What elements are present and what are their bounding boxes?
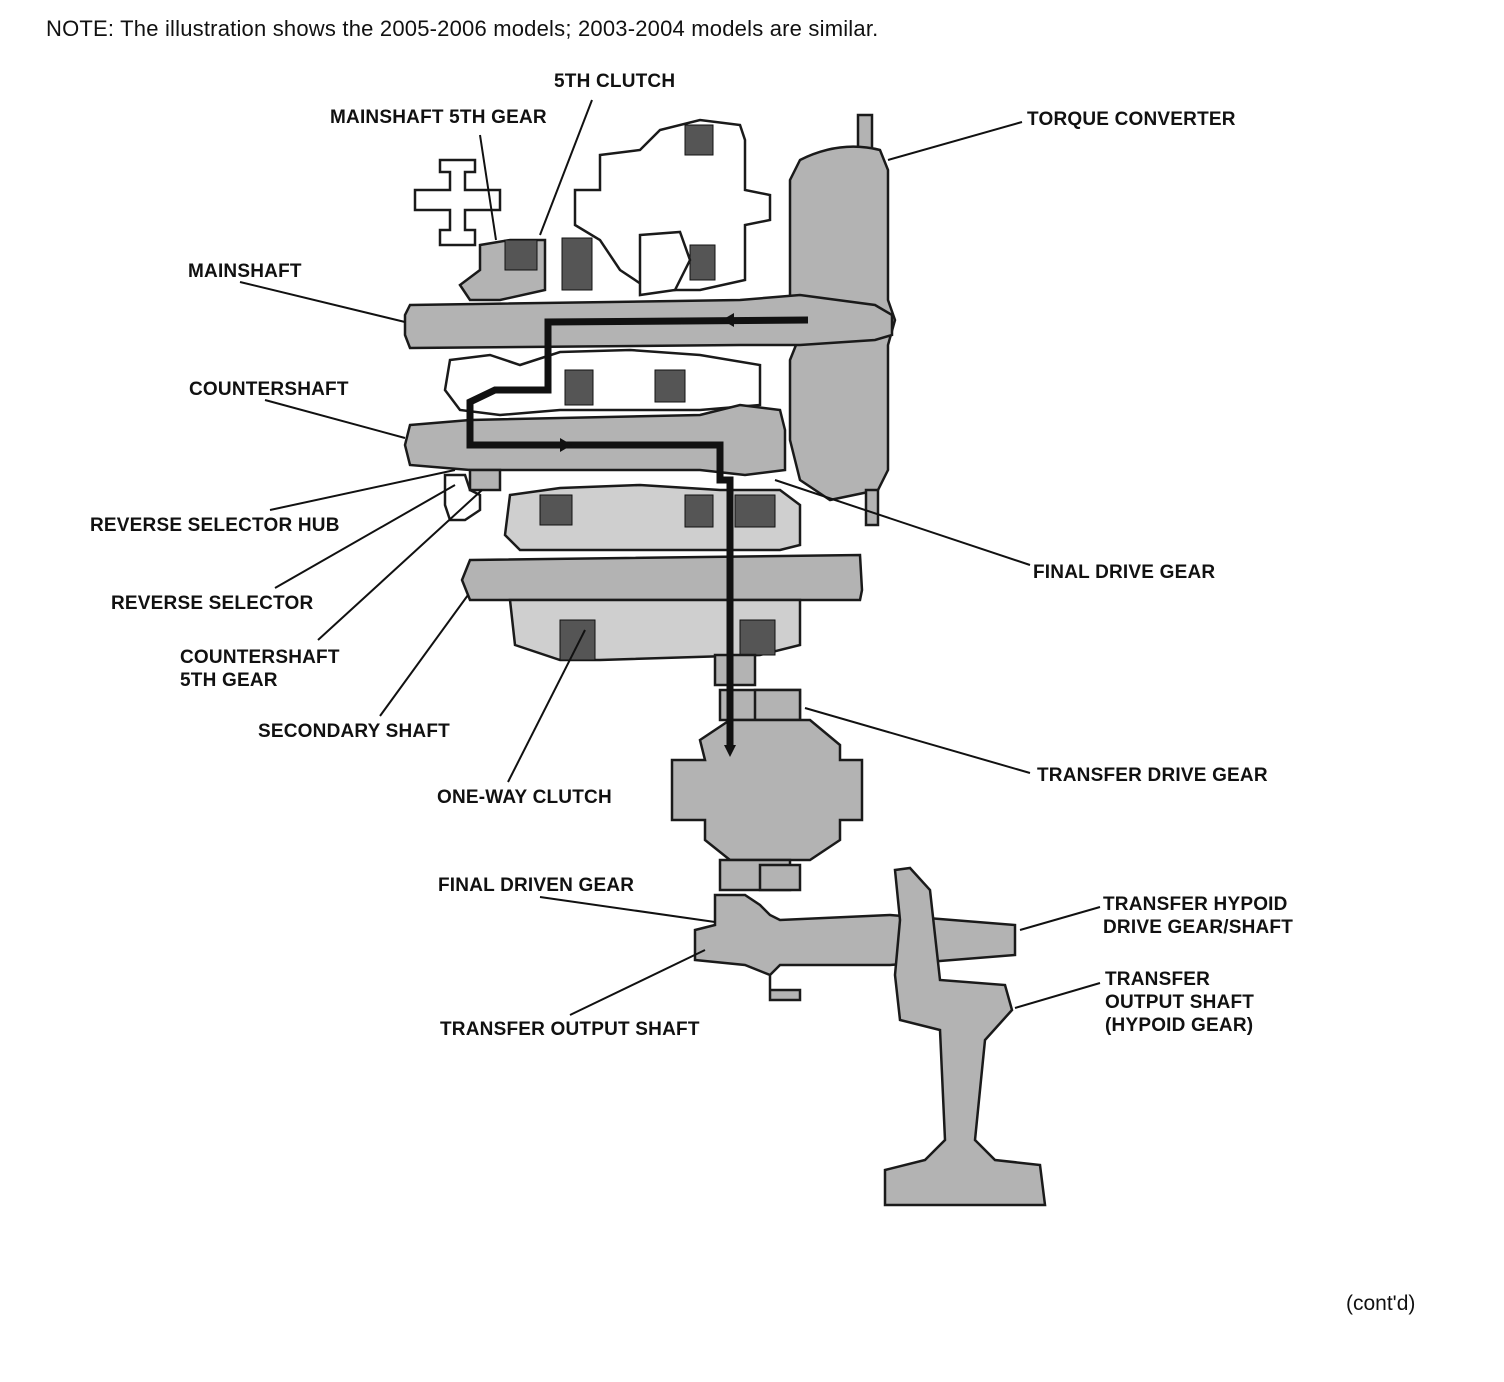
label-one-way-clutch: ONE-WAY CLUTCH [437,787,612,808]
label-torque-converter: TORQUE CONVERTER [1027,109,1236,130]
label-transfer-output-shaft-hypoid: TRANSFER OUTPUT SHAFT (HYPOID GEAR) [1105,969,1255,1036]
middle-assembly [443,348,762,417]
continued-marker: (cont'd) [1346,1292,1416,1315]
lower-clutch-assembly [503,483,802,552]
mainshaft-upper-assembly [413,118,772,302]
power-flow-arrowhead-counter [560,438,572,452]
label-mainshaft: MAINSHAFT [188,261,302,282]
label-transfer-drive-gear: TRANSFER DRIVE GEAR [1037,765,1268,786]
label-reverse-selector: REVERSE SELECTOR [111,593,314,614]
label-countershaft: COUNTERSHAFT [189,379,349,400]
secondary-shaft-part [460,553,864,602]
power-flow-path [466,316,809,745]
hypoid-gear-part [883,866,1047,1207]
label-final-drive-gear: FINAL DRIVE GEAR [1033,562,1216,583]
label-countershaft-5th-gear: COUNTERSHAFT 5TH GEAR [180,647,340,691]
label-transfer-output-shaft: TRANSFER OUTPUT SHAFT [440,1019,700,1040]
lower-assembly [508,598,802,662]
label-mainshaft-5th-gear: MAINSHAFT 5TH GEAR [330,107,547,128]
label-secondary-shaft: SECONDARY SHAFT [258,721,450,742]
leader-lines [239,99,1101,1016]
note-text: NOTE: The illustration shows the 2005-20… [46,16,879,41]
power-flow-arrowhead-down [724,745,736,757]
transfer-drive-and-differential [670,653,864,892]
power-flow-arrowhead-main [722,313,734,327]
label-transfer-hypoid-drive-gear-shaft: TRANSFER HYPOID DRIVE GEAR/SHAFT [1103,894,1294,938]
label-reverse-selector-hub: REVERSE SELECTOR HUB [90,515,340,536]
transfer-output-shaft-part [693,893,1017,1002]
label-5th-clutch: 5TH CLUTCH [554,71,676,92]
label-final-driven-gear: FINAL DRIVEN GEAR [438,875,635,896]
